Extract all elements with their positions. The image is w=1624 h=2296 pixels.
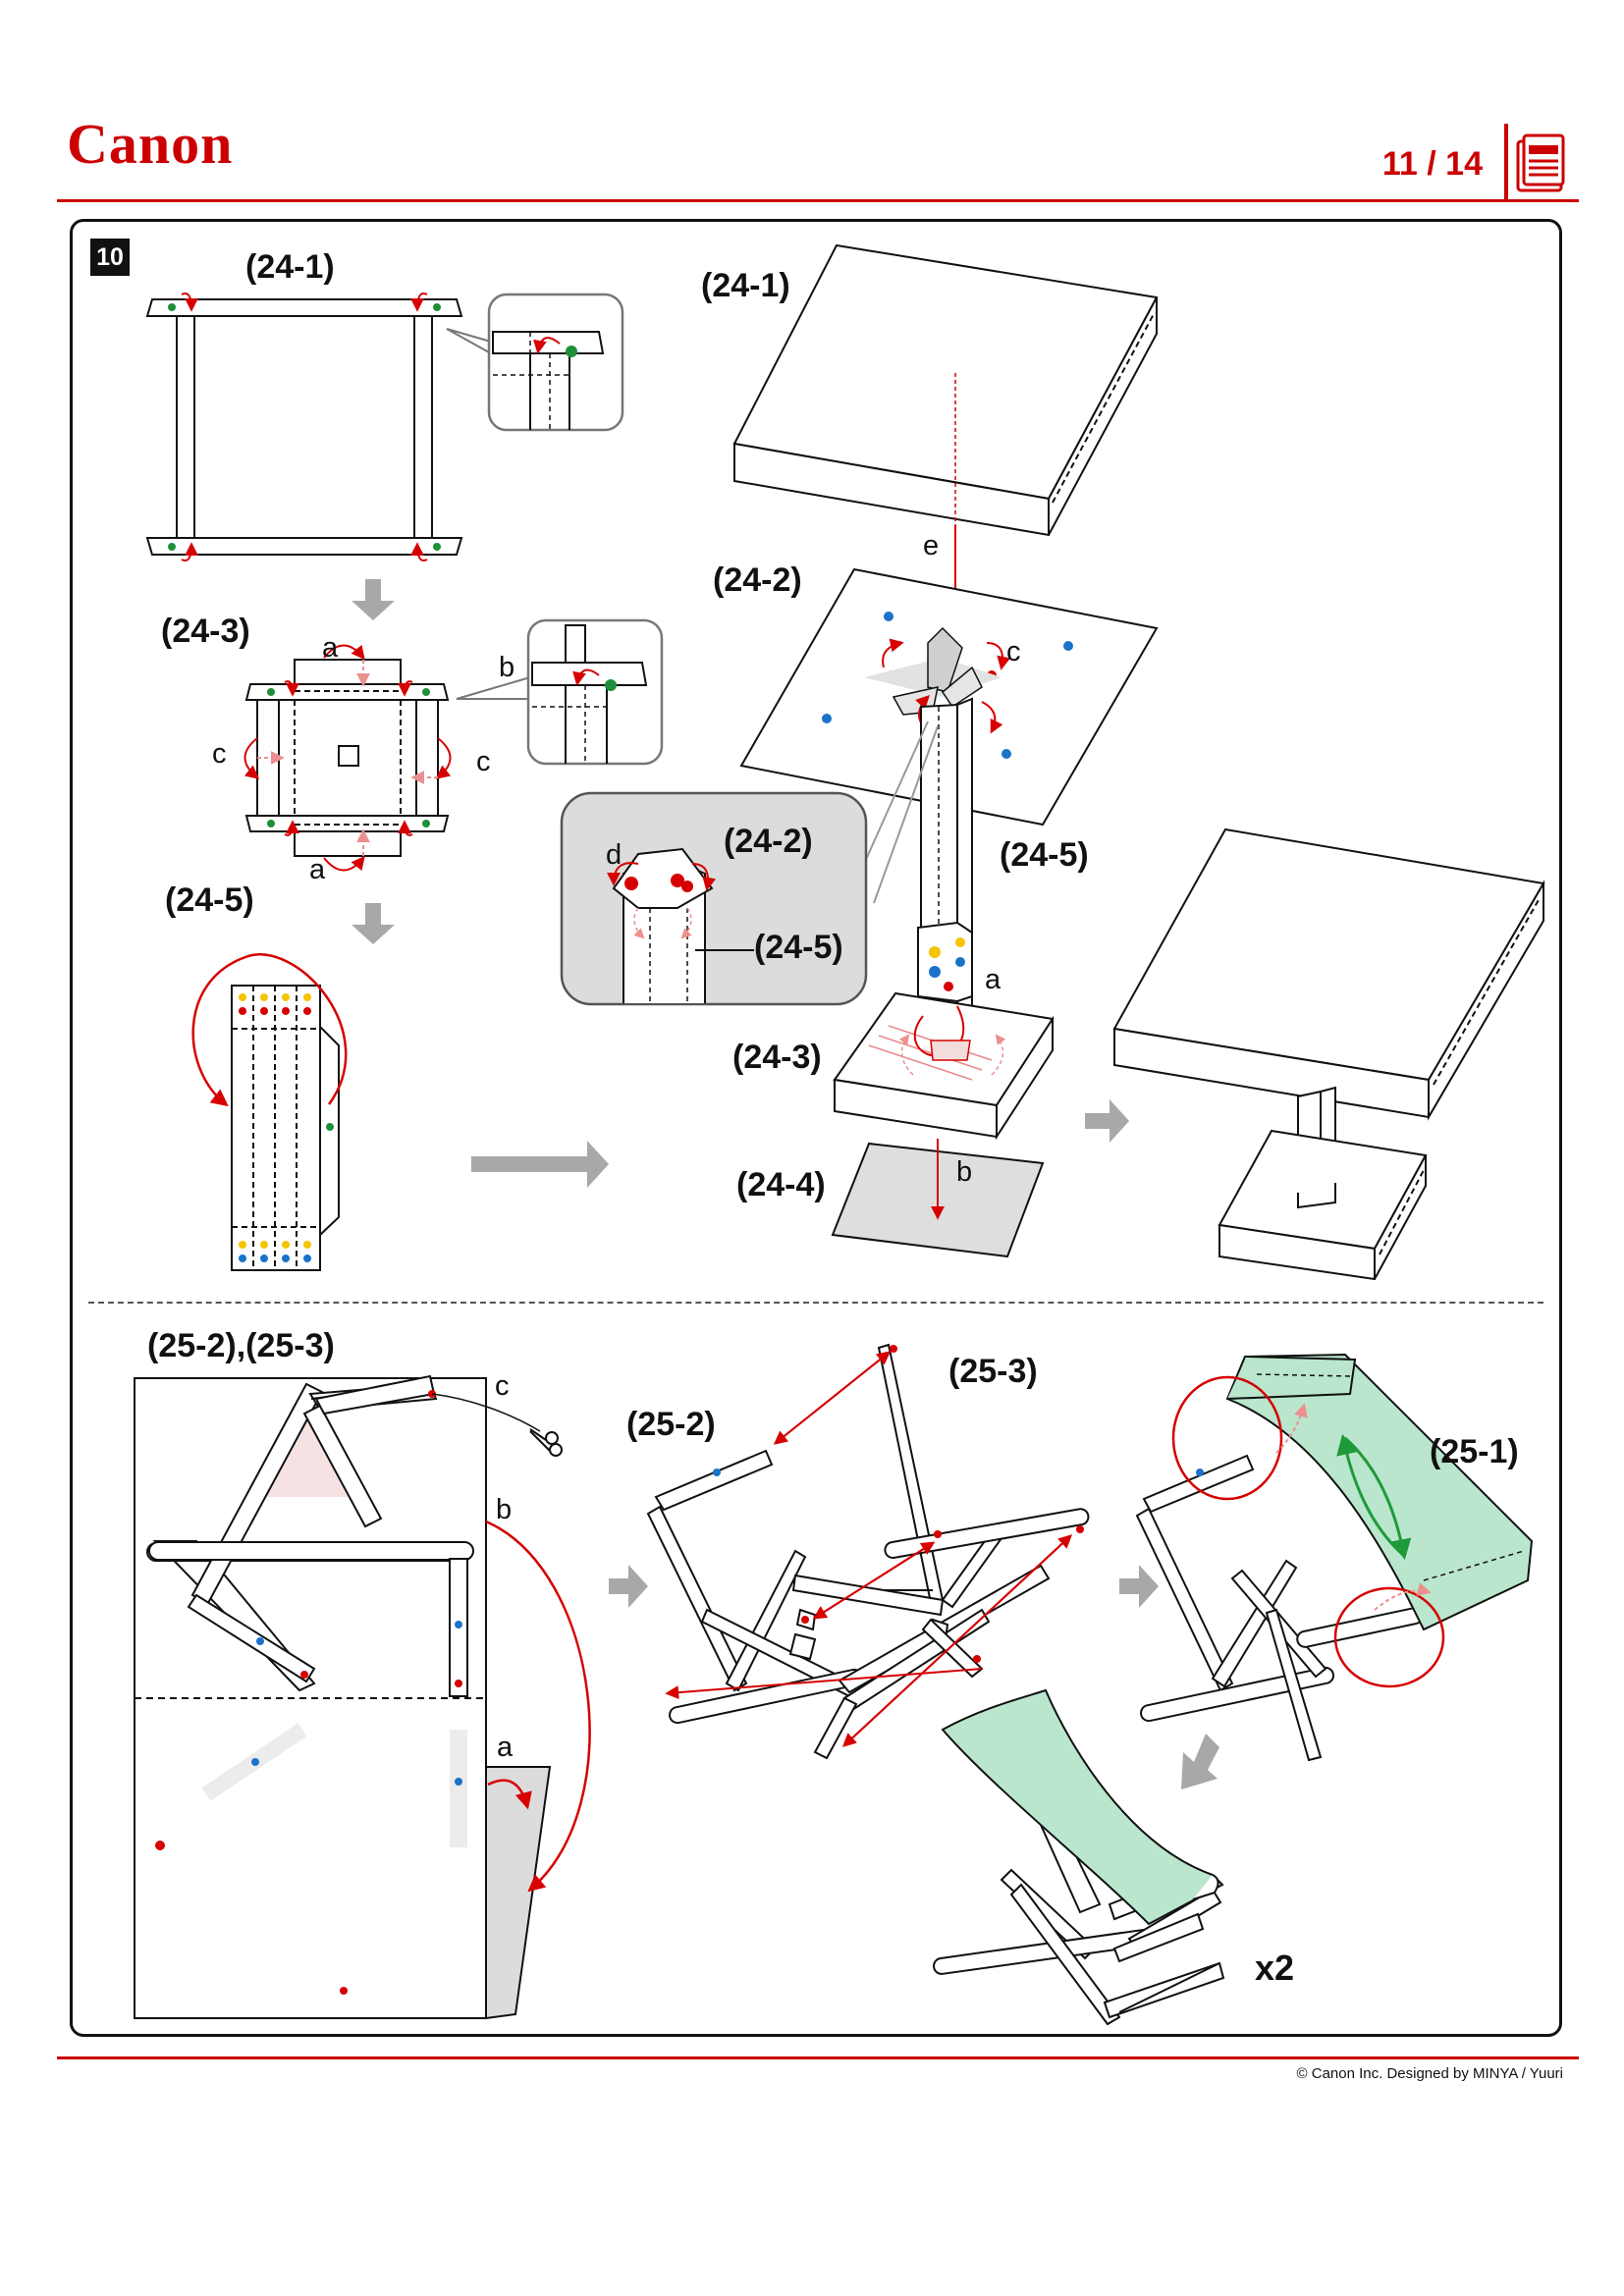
fold-arrows-24-1 bbox=[181, 293, 428, 561]
chair-frame-parts-25-2-25-3 bbox=[646, 1343, 1090, 1760]
part-24-3-flat-net bbox=[244, 659, 450, 857]
sheet-25-2-25-3 bbox=[134, 1374, 591, 2020]
letter-e: e bbox=[923, 530, 940, 561]
label-24-4-assembly: (24-4) bbox=[736, 1166, 826, 1203]
label-24-2-detail: (24-2) bbox=[724, 823, 813, 860]
detail-inset-24-3 bbox=[456, 618, 664, 766]
color-dots-24-5 bbox=[239, 993, 334, 1262]
letter-c-assembly: c bbox=[1006, 636, 1021, 667]
label-24-5-assembly: (24-5) bbox=[1000, 836, 1089, 874]
label-24-3-assembly: (24-3) bbox=[732, 1039, 822, 1076]
table-top-24-1 bbox=[732, 243, 1159, 537]
letter-a-sheet: a bbox=[497, 1732, 514, 1763]
label-25-sheet: (25-2),(25-3) bbox=[147, 1327, 335, 1364]
label-24-5-flat: (24-5) bbox=[165, 881, 254, 919]
roll-arrow-24-5 bbox=[191, 953, 348, 1107]
label-24-5-detail: (24-5) bbox=[754, 929, 843, 966]
letter-c-left: c bbox=[212, 738, 227, 770]
label-24-1-flat: (24-1) bbox=[245, 248, 335, 286]
label-25-3: (25-3) bbox=[948, 1353, 1038, 1390]
detail-connector-lines bbox=[863, 721, 939, 904]
label-24-2-assembly: (24-2) bbox=[713, 561, 802, 599]
table-base-24-3 bbox=[833, 991, 1055, 1141]
copyright-text: © Canon Inc. Designed by MINYA / Yuuri bbox=[1296, 2065, 1563, 2082]
detail-bubble-24-2-24-5 bbox=[560, 791, 868, 1006]
gray-arrows bbox=[352, 579, 1219, 1789]
fold-arrows-24-3 bbox=[244, 644, 452, 872]
instruction-frame bbox=[70, 219, 1562, 2037]
green-dots-24-3 bbox=[267, 688, 430, 828]
letter-a-top: a bbox=[322, 632, 339, 664]
detail-inset-24-1 bbox=[446, 293, 624, 432]
letter-b-sheet: b bbox=[496, 1494, 513, 1525]
section-divider bbox=[88, 1302, 1543, 1304]
letter-c-right: c bbox=[476, 746, 491, 777]
letter-c-sheet: c bbox=[495, 1370, 510, 1402]
letter-d-detail: d bbox=[606, 839, 623, 871]
label-24-1-assembly: (24-1) bbox=[701, 267, 790, 304]
label-25-1: (25-1) bbox=[1430, 1433, 1519, 1470]
letter-b-inset: b bbox=[499, 652, 515, 683]
part-24-5-flat-net bbox=[231, 985, 340, 1271]
label-25-2: (25-2) bbox=[626, 1406, 716, 1443]
green-dots-24-1 bbox=[168, 303, 441, 551]
page-number: 11 / 14 bbox=[1381, 145, 1483, 183]
label-24-3-flat: (24-3) bbox=[161, 613, 250, 650]
footer-rule bbox=[57, 2056, 1579, 2059]
finished-deck-chair bbox=[933, 1688, 1225, 2026]
canon-logo: Canon bbox=[67, 112, 234, 176]
document-pages-icon[interactable] bbox=[1504, 124, 1569, 202]
assembly-arrows-25 bbox=[665, 1351, 1073, 1747]
scissors-icon bbox=[529, 1428, 563, 1457]
header-rule bbox=[57, 199, 1579, 202]
letter-b-assembly: b bbox=[956, 1156, 973, 1188]
letter-a-assembly: a bbox=[985, 964, 1001, 995]
finished-table bbox=[1112, 828, 1545, 1281]
step-number-badge: 10 bbox=[90, 239, 130, 276]
letter-a-bottom: a bbox=[309, 854, 326, 885]
table-post-24-5 bbox=[917, 697, 973, 1028]
table-foot-24-4 bbox=[831, 1139, 1045, 1258]
chair-with-fabric-25-1 bbox=[1135, 1353, 1534, 1762]
part-24-1-flat-net bbox=[145, 298, 463, 556]
quantity-label: x2 bbox=[1255, 1948, 1295, 1988]
chair-frame-dots bbox=[713, 1345, 1084, 1663]
